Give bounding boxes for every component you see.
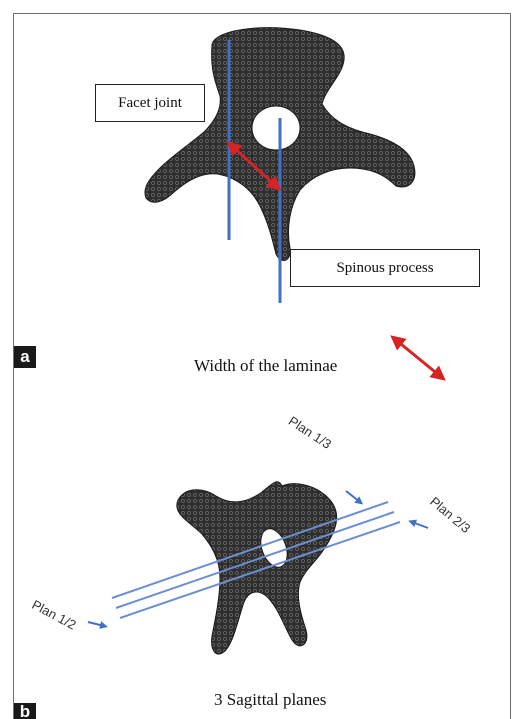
panel-a-tag: a: [14, 346, 36, 368]
legend-arrow: [396, 340, 440, 376]
panel-b-caption: 3 Sagittal planes: [214, 690, 326, 710]
panel-a-caption: Width of the laminae: [194, 356, 337, 376]
facet-joint-label: Facet joint: [95, 84, 205, 122]
spinous-process-label: Spinous process: [290, 249, 480, 287]
panel-b-tag: b: [14, 703, 36, 719]
